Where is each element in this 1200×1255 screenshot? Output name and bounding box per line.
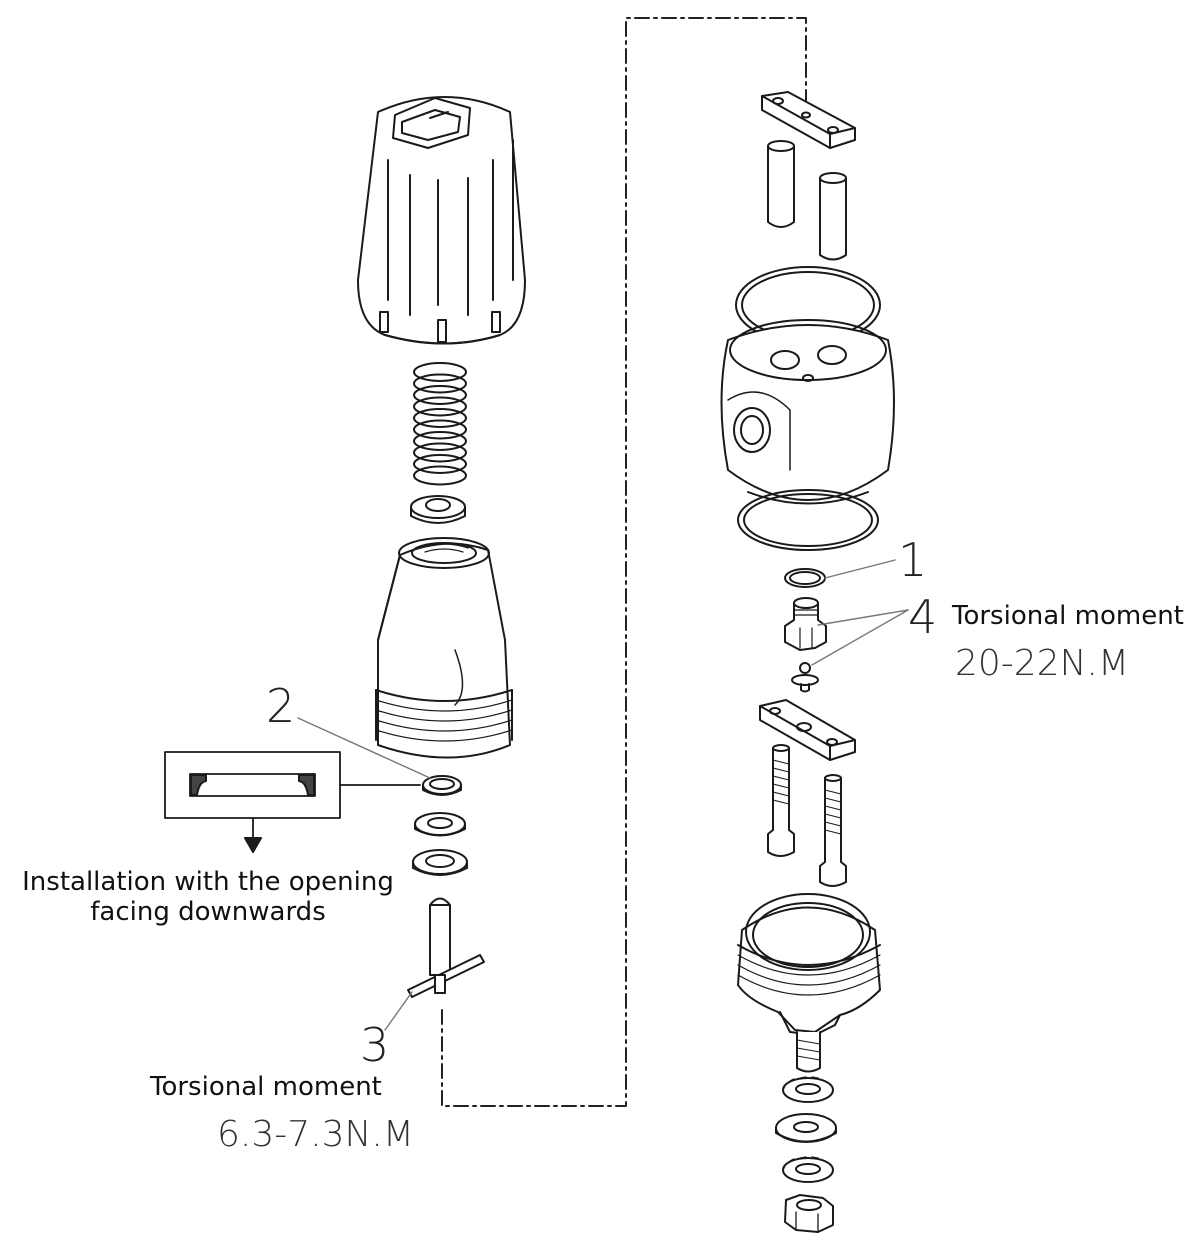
valve-seat-4 [784, 597, 827, 693]
spring-coil [413, 373, 467, 394]
spring [413, 362, 467, 486]
callout-4-torque-value: 20-22N.M [955, 643, 1130, 684]
spring-coil [413, 408, 467, 428]
seal-ring-2 [422, 775, 462, 796]
spring-coil [413, 442, 467, 463]
valve-needle [407, 897, 485, 998]
conical-body [375, 537, 513, 759]
callout-2-number: 2 [266, 679, 296, 733]
dowel-pins [767, 140, 847, 261]
flat-washer [775, 1113, 837, 1143]
seal-detail-box [164, 751, 421, 853]
spring-coil [413, 396, 467, 417]
bottom-housing [737, 893, 881, 1073]
spring-coil [413, 362, 467, 382]
spring-coil [413, 431, 467, 451]
washer-upper [414, 812, 466, 837]
middle-plate [759, 699, 856, 761]
socket-bolts [767, 744, 847, 887]
installation-note-line-1: Installation with the opening [22, 867, 394, 897]
callout-1-number: 1 [898, 533, 928, 587]
spring-coil [413, 465, 467, 486]
callout-4-caption: Torsional moment [952, 601, 1184, 631]
callout-3-torque-value: 6.3-7.3N.M [217, 1114, 414, 1155]
spring-coil [413, 419, 467, 440]
top-plate [761, 91, 856, 149]
lock-washer-lower [782, 1156, 834, 1183]
knob-cap [357, 96, 526, 345]
leader-lines [297, 559, 909, 1031]
callout-3-caption: Torsional moment [150, 1072, 382, 1102]
callout-3-number: 3 [360, 1018, 390, 1072]
connection-path [441, 17, 807, 1107]
hex-nut [784, 1194, 834, 1233]
callout-4-number: 4 [908, 590, 938, 644]
spring-coil [413, 385, 467, 405]
small-o-ring-1 [784, 568, 826, 588]
spring-seat [410, 495, 466, 524]
installation-note-line-2: facing downwards [90, 896, 326, 927]
valve-block [720, 319, 895, 505]
lock-washer-upper [782, 1076, 834, 1103]
installation-note: Installation with the opening facing dow… [2, 867, 414, 928]
washer-lower [412, 849, 468, 876]
block-bottom-o-ring [737, 489, 879, 551]
spring-coil [413, 454, 467, 474]
